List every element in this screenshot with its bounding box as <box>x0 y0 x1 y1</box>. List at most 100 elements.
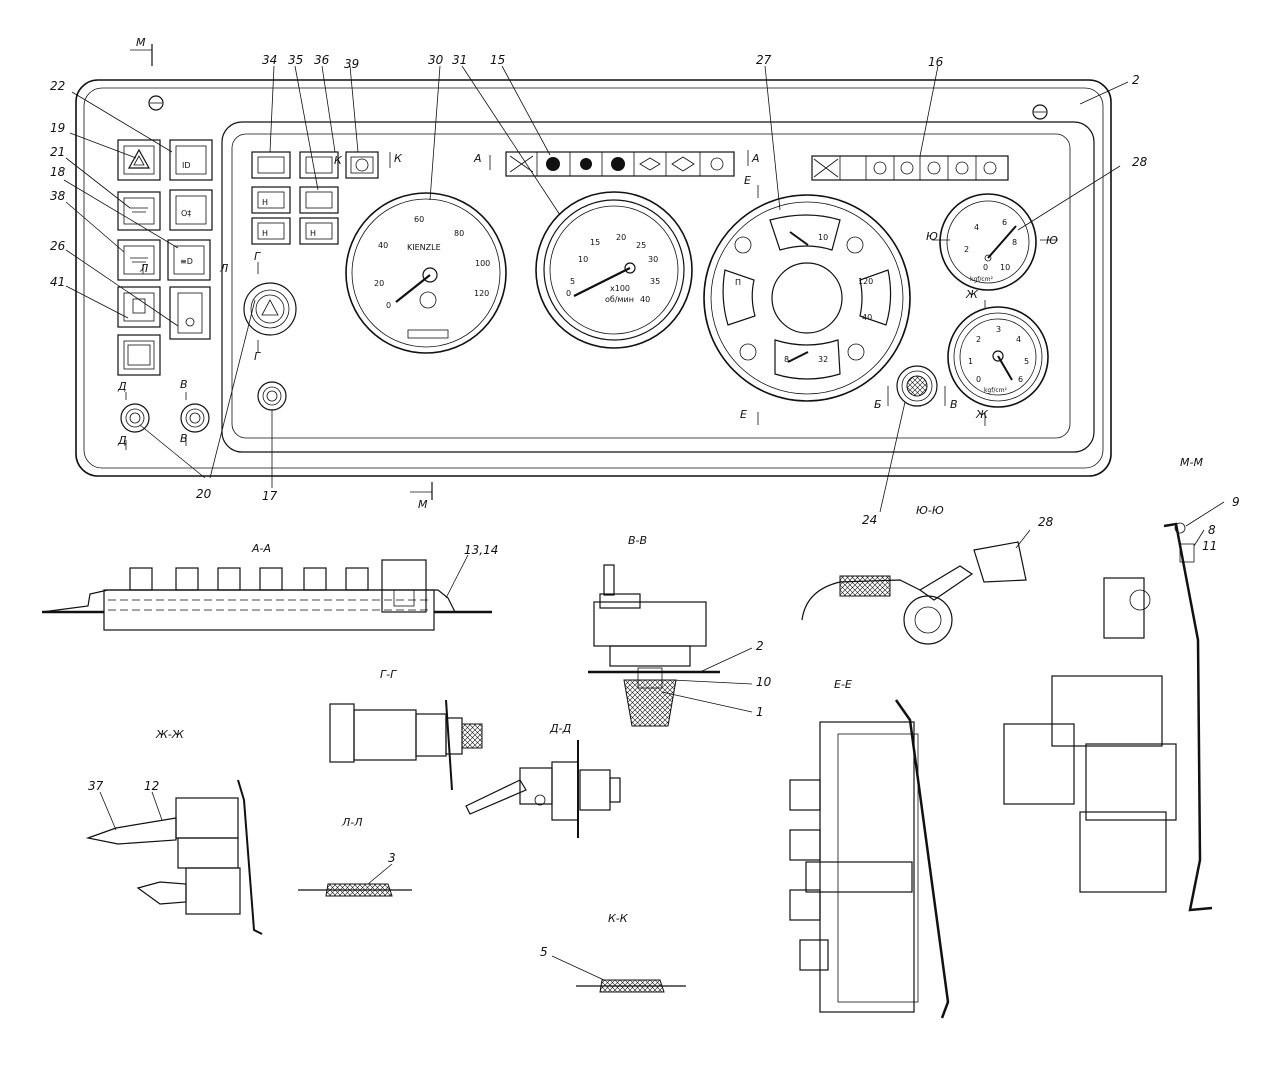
rpm-tick-15: 15 <box>590 238 600 247</box>
title-section-l-l: Л-Л <box>341 816 363 829</box>
speedometer: KIENZLE 0 20 40 60 80 100 120 <box>345 192 507 354</box>
callout-12: 12 <box>144 779 159 793</box>
cut-l-left: Л <box>139 262 148 275</box>
callout-38: 38 <box>50 189 66 203</box>
title-section-yu-yu: Ю-Ю <box>916 504 944 517</box>
cut-k-left: К <box>334 154 343 167</box>
callout-26: 26 <box>50 239 66 253</box>
cut-d-bottom: Д <box>117 434 127 447</box>
rpm-tick-10: 10 <box>578 255 588 264</box>
rpm-tick-20: 20 <box>616 233 626 242</box>
p2-tick-1: 1 <box>968 357 973 366</box>
cut-e-top: Е <box>744 174 751 187</box>
speed-tick-120: 120 <box>474 289 489 298</box>
callout-35: 35 <box>288 53 303 67</box>
volt-high: 32 <box>818 355 828 364</box>
callout-9: 9 <box>1232 495 1240 509</box>
callout-16: 16 <box>928 55 944 69</box>
cut-d-top: Д <box>117 380 127 393</box>
leader-lines <box>63 65 1129 513</box>
speed-tick-60: 60 <box>414 215 424 224</box>
p1-tick-10: 10 <box>1000 263 1010 272</box>
title-section-k-k: К-К <box>608 912 629 925</box>
section-e-e <box>789 699 950 1019</box>
cut-zh-bottom: Ж <box>975 408 989 421</box>
callout-27: 27 <box>756 53 772 67</box>
cut-m-top: М <box>136 36 146 49</box>
callout-1: 1 <box>756 705 764 719</box>
svg-text:H: H <box>262 198 268 207</box>
callout-22: 22 <box>50 79 65 93</box>
hazard-switch <box>243 282 297 336</box>
cut-g-top: Г <box>254 250 261 263</box>
p1-tick-4: 4 <box>974 223 979 232</box>
rpm-tick-35: 35 <box>650 277 660 286</box>
cut-mark-letters: М М А А К К Л Л Г Г Д Д В В Е Е Б В Ю Ю … <box>117 36 1058 511</box>
rpm-unit-bottom: об/мин <box>605 295 634 304</box>
pressure-gauge-top: 0 2 4 6 8 10 kgf/cm² <box>939 193 1037 291</box>
speed-tick-80: 80 <box>454 229 464 238</box>
warning-lamp-strip-b <box>811 155 1009 181</box>
cut-yu-left: Ю <box>926 230 938 243</box>
section-l-l <box>298 863 412 897</box>
callout-39: 39 <box>344 57 359 71</box>
rpm-tick-40: 40 <box>640 295 650 304</box>
callout-19: 19 <box>50 121 65 135</box>
callout-28-top: 28 <box>1132 155 1148 169</box>
title-section-zh-zh: Ж-Ж <box>155 728 185 741</box>
p2-unit: kgf/cm² <box>984 387 1008 394</box>
cut-b-left: Б <box>874 398 882 411</box>
p1-tick-6: 6 <box>1002 218 1007 227</box>
cut-v-right: В <box>950 398 958 411</box>
left-switch-cluster: ID O‡ ≡D <box>117 139 213 376</box>
p2-tick-0: 0 <box>976 375 981 384</box>
callout-34: 34 <box>262 53 277 67</box>
cut-a-left: А <box>473 152 482 165</box>
speed-tick-20: 20 <box>374 279 384 288</box>
section-titles: А-А В-В Г-Г Д-Д Ж-Ж Л-Л К-К Е-Е Ю-Ю М-М <box>155 456 1203 925</box>
p2-tick-4: 4 <box>1016 335 1021 344</box>
cut-e-bottom: Е <box>740 408 747 421</box>
warning-lamp-strip-a <box>505 151 735 177</box>
pressure-gauge-bottom: 0 1 2 3 4 5 6 kgf/cm² <box>947 306 1049 408</box>
section-d-d <box>465 740 621 838</box>
rpm-tick-5: 5 <box>570 277 575 286</box>
title-section-e-e: Е-Е <box>834 678 852 691</box>
callout-21: 21 <box>50 145 65 159</box>
callout-31: 31 <box>452 53 467 67</box>
callout-24: 24 <box>862 513 877 527</box>
cut-m-bottom: М <box>418 498 428 511</box>
section-zh-zh <box>85 779 263 935</box>
callout-11: 11 <box>1202 539 1217 553</box>
svg-text:H: H <box>310 229 316 238</box>
section-a-a <box>41 554 492 631</box>
section-v-v <box>588 564 753 727</box>
speedometer-brand: KIENZLE <box>407 243 441 252</box>
rpm-tick-30: 30 <box>648 255 658 264</box>
svg-text:O‡: O‡ <box>181 209 191 218</box>
title-section-a-a: А-А <box>251 542 271 555</box>
temp-scale: 120 <box>858 277 873 286</box>
callout-41: 41 <box>50 275 65 289</box>
p2-tick-3: 3 <box>996 325 1001 334</box>
p1-tick-8: 8 <box>1012 238 1017 247</box>
callout-36: 36 <box>314 53 330 67</box>
p1-tick-0: 0 <box>983 263 988 272</box>
cut-v-bottom: В <box>180 432 188 445</box>
combination-gauge: П 10 120 40 8 32 <box>703 194 911 402</box>
cut-a-right: А <box>751 152 760 165</box>
title-section-m-m: М-М <box>1180 456 1203 469</box>
oil-scale: 10 <box>818 233 828 242</box>
cut-yu-right: Ю <box>1046 234 1058 247</box>
title-section-v-v: В-В <box>628 534 647 547</box>
switch-group-center: H H H <box>251 151 379 245</box>
callout-8: 8 <box>1208 523 1216 537</box>
speed-tick-0: 0 <box>386 301 391 310</box>
cut-zh-top: Ж <box>965 288 979 301</box>
section-k-k <box>551 955 686 993</box>
callout-18: 18 <box>50 165 66 179</box>
rpm-tick-0: 0 <box>566 289 571 298</box>
cut-v-top: В <box>180 378 188 391</box>
callout-30: 30 <box>428 53 444 67</box>
